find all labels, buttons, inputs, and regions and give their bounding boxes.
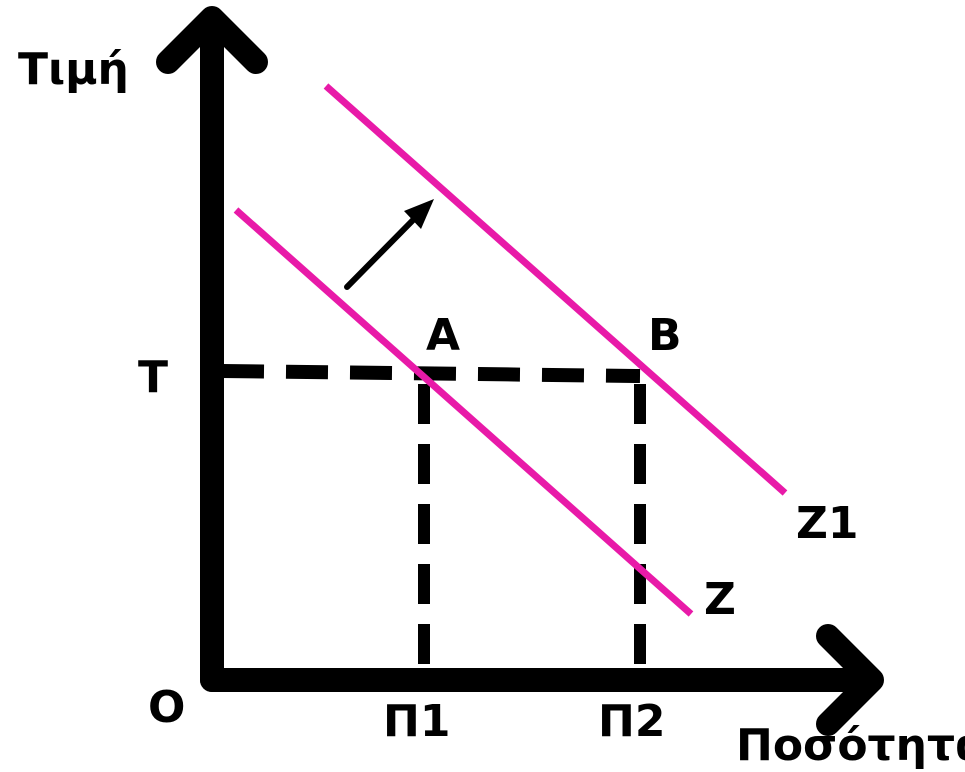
curve-z-label: Z bbox=[704, 574, 736, 625]
quantity-1-label: Π1 bbox=[383, 696, 450, 747]
shift-arrow-shaft bbox=[344, 210, 423, 290]
y-axis-arrowhead bbox=[156, 6, 268, 74]
price-label: T bbox=[138, 352, 168, 403]
shift-arrow-head bbox=[404, 199, 434, 229]
y-axis-label: Τιμή bbox=[18, 44, 129, 95]
x-axis-arrowhead bbox=[816, 624, 884, 736]
quantity-2-label: Π2 bbox=[598, 696, 665, 747]
point-b-label: B bbox=[648, 310, 682, 361]
price-guide-line bbox=[221, 364, 641, 383]
demand-curve-z bbox=[233, 207, 694, 617]
origin-label: O bbox=[148, 682, 185, 733]
x-axis-label: Ποσότητα bbox=[736, 720, 965, 771]
curve-z1-label: Z1 bbox=[796, 498, 859, 549]
demand-curve-z1 bbox=[323, 83, 788, 496]
point-a-label: A bbox=[426, 310, 460, 361]
